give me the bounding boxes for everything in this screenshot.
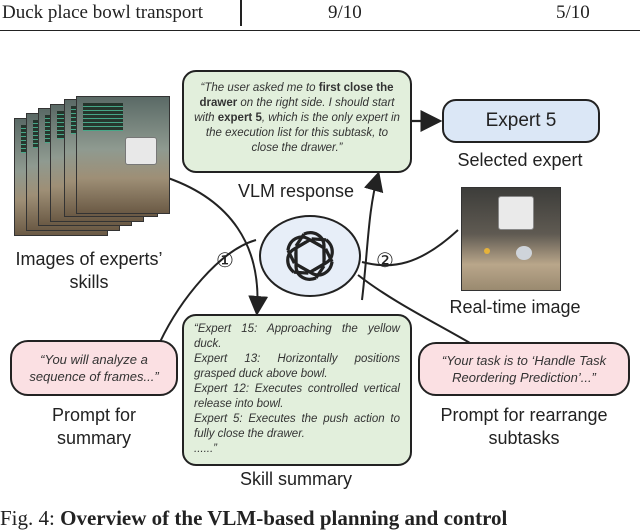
vlm-response-segment: on the right side. I should start with <box>194 97 395 124</box>
skill-summary-box: “Expert 15: Approaching the yellow duck.… <box>182 314 412 466</box>
caption-prefix: Fig. 4: <box>0 506 61 530</box>
circled-two-icon: ② <box>376 250 394 272</box>
selected-expert-box: Expert 5 <box>442 99 600 143</box>
table-cell-col1: 9/10 <box>328 2 362 23</box>
expert-images-stack <box>14 96 170 236</box>
selected-expert-name: Expert 5 <box>485 110 557 131</box>
vlm-response-emphasis: first close the drawer <box>199 82 394 109</box>
rearrange-prompt-label: Prompt for rearrange subtasks <box>418 404 630 450</box>
vlm-response-box: “The user asked me to first close the dr… <box>182 70 412 173</box>
figure-caption: Fig. 4: Overview of the VLM-based planni… <box>0 506 640 531</box>
table-row-label: Duck place bowl transport <box>2 2 204 23</box>
real-time-image-label: Real-time image <box>449 297 581 317</box>
vlm-response-segment: “The user asked me to <box>200 82 319 94</box>
table-row: Duck place bowl transport 9/10 5/10 <box>0 0 640 31</box>
rearrange-prompt-text: “Your task is to ‘Handle Task Reordering… <box>441 353 607 385</box>
skill-summary-item: Expert 12: Executes controlled vertical … <box>194 383 400 410</box>
skill-summary-item: ......” <box>194 443 217 455</box>
images-label-line2: skills <box>69 272 109 292</box>
skill-summary-item: Expert 5: Executes the push action to fu… <box>194 413 400 440</box>
vlm-response-text: “The user asked me to first close the dr… <box>194 81 400 156</box>
circled-one-icon: ① <box>216 250 234 272</box>
rearrange-prompt-label-line1: Prompt for rearrange <box>440 405 608 425</box>
selected-expert-label: Selected expert <box>457 150 583 170</box>
skill-summary-label: Skill summary <box>239 469 352 489</box>
skill-summary-item: Expert 13: Horizontally positions graspe… <box>194 353 400 380</box>
skill-summary-list: “Expert 15: Approaching the yellow duck.… <box>194 322 400 457</box>
summary-prompt-text: “You will analyze a sequence of frames..… <box>29 352 159 384</box>
rearrange-prompt-label-line2: subtasks <box>488 428 560 448</box>
rearrange-prompt-box: “Your task is to ‘Handle Task Reordering… <box>418 342 630 396</box>
caption-title: Overview of the VLM-based planning and c… <box>60 506 508 530</box>
vlm-response-emphasis: expert 5 <box>217 112 262 124</box>
summary-prompt-label-line1: Prompt for <box>51 405 137 425</box>
table-divider <box>240 0 242 26</box>
skill-summary-item: “Expert 15: Approaching the yellow duck. <box>194 323 400 350</box>
summary-prompt-label: Prompt for summary <box>10 404 178 450</box>
images-label: Images of experts’ skills <box>0 248 178 294</box>
summary-prompt-label-line2: summary <box>56 428 131 448</box>
summary-prompt-box: “You will analyze a sequence of frames..… <box>10 340 178 396</box>
vlm-response-segment: , which is the only expert in the execut… <box>205 112 400 154</box>
images-label-line1: Images of experts’ <box>15 249 163 269</box>
real-time-image <box>461 187 561 291</box>
table-cell-col2: 5/10 <box>556 2 590 23</box>
vlm-response-label: VLM response <box>237 181 355 201</box>
openai-logo-icon <box>258 214 362 298</box>
